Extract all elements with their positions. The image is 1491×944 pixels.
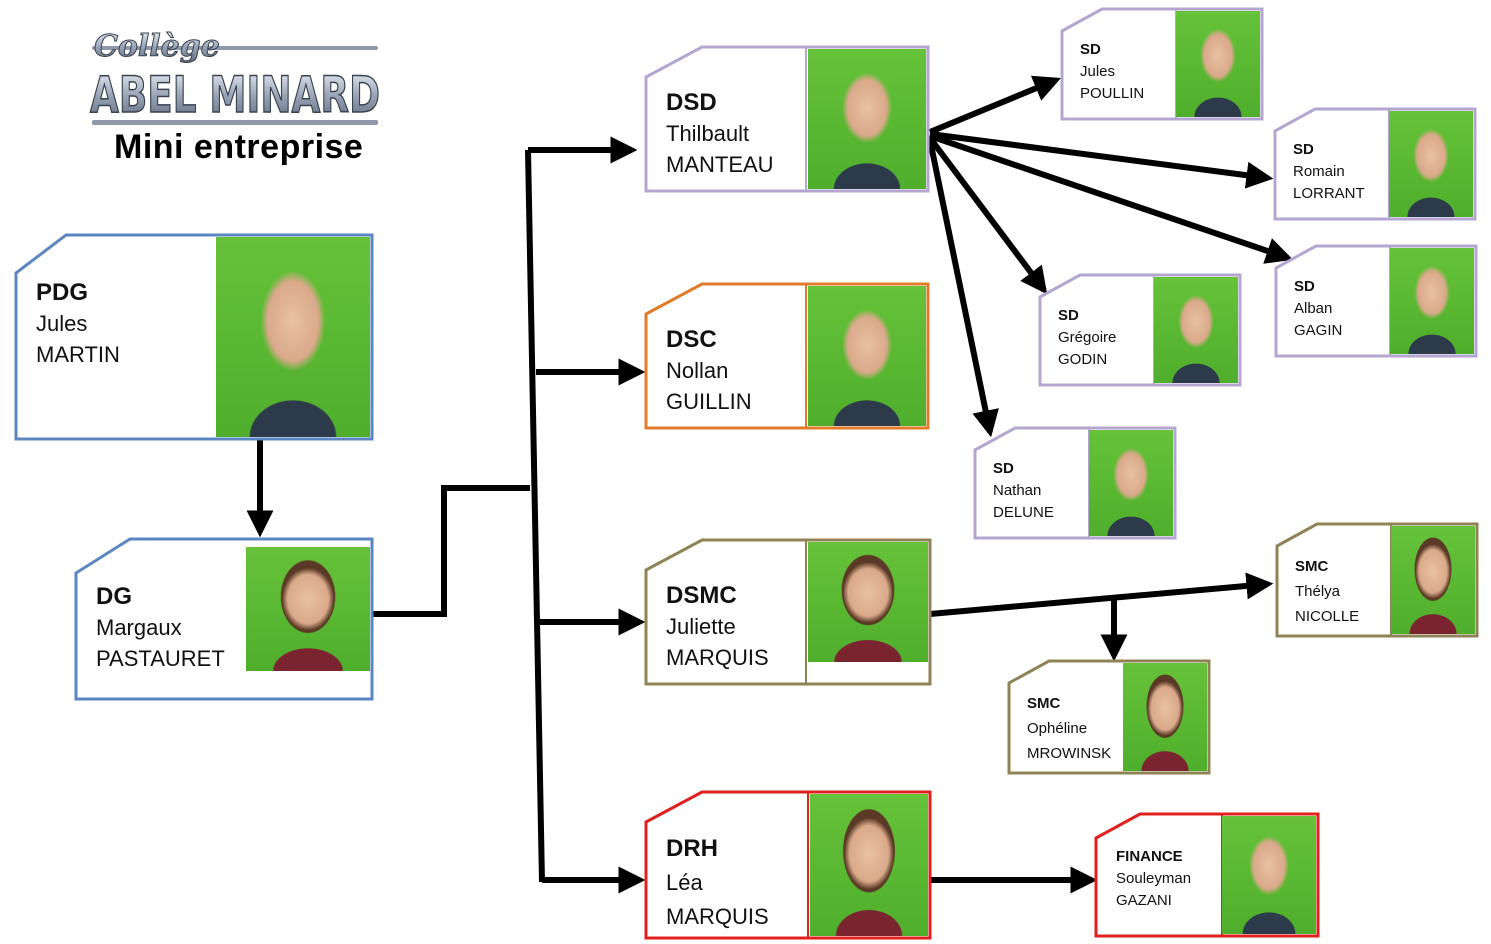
member-first-name: Ophéline (1027, 720, 1088, 737)
member-role: PDG (36, 279, 89, 306)
line-dg-trunk (372, 485, 530, 617)
card-sd-jules: SD Jules POULLIN (1060, 7, 1264, 121)
member-first-name: Thélya (1295, 583, 1341, 600)
member-role: DSMC (666, 582, 737, 609)
portrait-photo (1089, 430, 1173, 536)
member-first-name: Juliette (666, 614, 736, 639)
member-first-name: Romain (1293, 163, 1345, 180)
portrait-photo (1391, 526, 1475, 634)
member-role: SD (1058, 307, 1079, 324)
member-role: DSC (666, 326, 717, 353)
portrait-photo (808, 286, 926, 426)
arrow-dsmc-thelya (929, 572, 1274, 617)
card-dsd: DSD Thilbault MANTEAU (644, 45, 930, 193)
arrow-dsd-alban (929, 133, 1294, 264)
card-finance: FINANCE Souleyman GAZANI (1094, 812, 1320, 938)
member-last-name: PASTAURET (96, 646, 225, 671)
member-role: DRH (666, 835, 718, 862)
member-last-name: GODIN (1058, 351, 1108, 368)
member-last-name: MANTEAU (666, 152, 774, 177)
card-drh: DRH Léa MARQUIS (644, 790, 932, 940)
member-role: SMC (1027, 695, 1061, 712)
member-role: SMC (1295, 558, 1329, 575)
member-first-name: Nathan (993, 482, 1042, 499)
arrow-dsd-gregoire (927, 136, 1048, 295)
member-first-name: Nollan (666, 358, 729, 383)
member-role: FINANCE (1116, 848, 1183, 865)
member-last-name: GUILLIN (666, 389, 752, 414)
arrow-dsd-romain (929, 131, 1274, 189)
member-role: DG (96, 583, 132, 610)
member-last-name: DELUNE (993, 504, 1054, 521)
card-smc-thelya: SMC Thélya NICOLLE (1275, 522, 1479, 638)
member-last-name: NICOLLE (1295, 608, 1360, 625)
portrait-photo (246, 547, 370, 671)
card-sd-alban: SD Alban GAGIN (1274, 244, 1478, 358)
member-last-name: GAGIN (1294, 322, 1343, 339)
arrow-dsd-jules (928, 75, 1061, 135)
portrait-photo (216, 237, 370, 437)
portrait-photo (1154, 277, 1238, 383)
member-role: DSD (666, 89, 717, 116)
member-first-name: Souleyman (1116, 870, 1192, 887)
logo-main-text: ABEL MINARD (90, 66, 380, 124)
member-first-name: Jules (36, 311, 88, 336)
portrait-photo (808, 49, 926, 189)
member-last-name: MROWINSK (1027, 745, 1112, 762)
member-first-name: Grégoire (1058, 329, 1117, 346)
page-title: Mini entreprise (114, 128, 364, 166)
card-sd-nathan: SD Nathan DELUNE (973, 426, 1177, 540)
member-first-name: Alban (1294, 300, 1333, 317)
portrait-photo (808, 542, 928, 662)
member-last-name: MARQUIS (666, 645, 769, 670)
portrait-photo (1176, 11, 1260, 117)
portrait-photo (1390, 248, 1474, 354)
member-first-name: Jules (1080, 63, 1116, 80)
member-last-name: LORRANT (1293, 185, 1365, 202)
card-sd-romain: SD Romain LORRANT (1273, 107, 1477, 221)
member-first-name: Margaux (96, 615, 182, 640)
logo-script-text: Collège (94, 29, 220, 64)
school-logo: Collège ABEL MINARD Mini entreprise (88, 28, 388, 168)
member-role: SD (993, 460, 1014, 477)
portrait-photo (1222, 816, 1316, 934)
card-dg: DG Margaux PASTAURET (74, 537, 374, 701)
portrait-photo (810, 794, 928, 936)
arrow-dsd-nathan (927, 139, 999, 438)
line-trunk-vertical (525, 149, 545, 883)
member-last-name: POULLIN (1080, 85, 1145, 102)
member-role: SD (1294, 278, 1315, 295)
portrait-photo (1389, 111, 1473, 217)
member-last-name: MARQUIS (666, 904, 769, 929)
member-first-name: Thilbault (666, 121, 750, 146)
card-pdg: PDG Jules MARTIN (14, 233, 374, 441)
member-last-name: MARTIN (36, 342, 120, 367)
member-last-name: GAZANI (1116, 892, 1172, 909)
portrait-photo (1123, 663, 1207, 771)
card-smc-opheline: SMC Ophéline MROWINSK (1007, 659, 1211, 775)
card-dsc: DSC Nollan GUILLIN (644, 282, 930, 430)
logo-graphic: Collège ABEL MINARD (89, 29, 381, 125)
card-dsmc: DSMC Juliette MARQUIS (644, 538, 932, 686)
member-role: SD (1293, 141, 1314, 158)
card-sd-gregoire: SD Grégoire GODIN (1038, 273, 1242, 387)
member-first-name: Léa (666, 870, 703, 895)
member-role: SD (1080, 41, 1101, 58)
